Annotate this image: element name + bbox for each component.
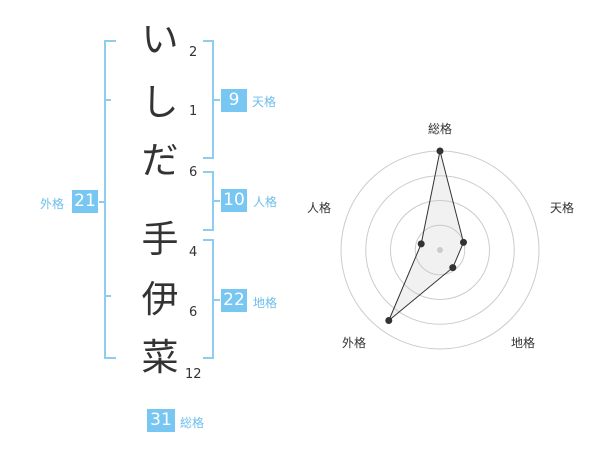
name-char-3: だ bbox=[141, 139, 179, 182]
name-char-5: 伊 bbox=[141, 278, 179, 321]
stroke-count-4: 4 bbox=[189, 245, 198, 260]
soukaku-label: 総格 bbox=[180, 416, 205, 430]
name-char-2: し bbox=[141, 81, 179, 124]
tenkaku-value-badge: 9 bbox=[221, 89, 247, 112]
radar-grid-ring-3 bbox=[365, 175, 515, 325]
chikaku-label: 地格 bbox=[253, 296, 278, 310]
radar-axis-label-chikaku: 地格 bbox=[511, 336, 536, 350]
soukaku-value-badge: 31 bbox=[147, 409, 175, 432]
gaikaku-label: 外格 bbox=[40, 197, 65, 211]
stroke-count-6: 12 bbox=[185, 367, 202, 382]
name-char-4: 手 bbox=[141, 218, 179, 261]
jinkaku-label: 人格 bbox=[253, 195, 278, 209]
stroke-count-1: 2 bbox=[189, 45, 198, 60]
gaikaku-bracket bbox=[104, 40, 116, 359]
radar-grid-ring-1 bbox=[414, 224, 466, 276]
radar-center-dot bbox=[437, 247, 443, 253]
stroke-count-3: 6 bbox=[189, 165, 198, 180]
radar-axis-label-gaikaku: 外格 bbox=[342, 336, 367, 350]
jinkaku-bracket bbox=[203, 171, 214, 231]
stroke-count-2: 1 bbox=[189, 104, 198, 119]
radar-grid-ring-4 bbox=[340, 150, 540, 350]
stroke-count-5: 6 bbox=[189, 305, 198, 320]
name-char-1: い bbox=[141, 18, 179, 61]
radar-point-5 bbox=[417, 240, 425, 248]
gaikaku-value-badge: 21 bbox=[72, 190, 98, 213]
radar-point-3 bbox=[449, 264, 457, 272]
tenkaku-label: 天格 bbox=[252, 95, 277, 109]
tenkaku-bracket bbox=[203, 40, 214, 159]
radar-axis-label-soukaku: 総格 bbox=[428, 122, 453, 136]
radar-point-1 bbox=[436, 147, 444, 155]
radar-series-polygon bbox=[388, 150, 465, 321]
jinkaku-value-badge: 10 bbox=[221, 189, 247, 212]
chikaku-bracket bbox=[203, 239, 214, 359]
radar-point-4 bbox=[385, 317, 393, 324]
name-char-6: 菜 bbox=[141, 336, 179, 379]
radar-point-2 bbox=[460, 238, 467, 246]
radar-axis-label-tenkaku: 天格 bbox=[550, 201, 575, 215]
radar-axis-label-jinkaku: 人格 bbox=[307, 201, 332, 215]
radar-grid-ring-2 bbox=[390, 200, 490, 300]
chikaku-value-badge: 22 bbox=[221, 289, 247, 312]
